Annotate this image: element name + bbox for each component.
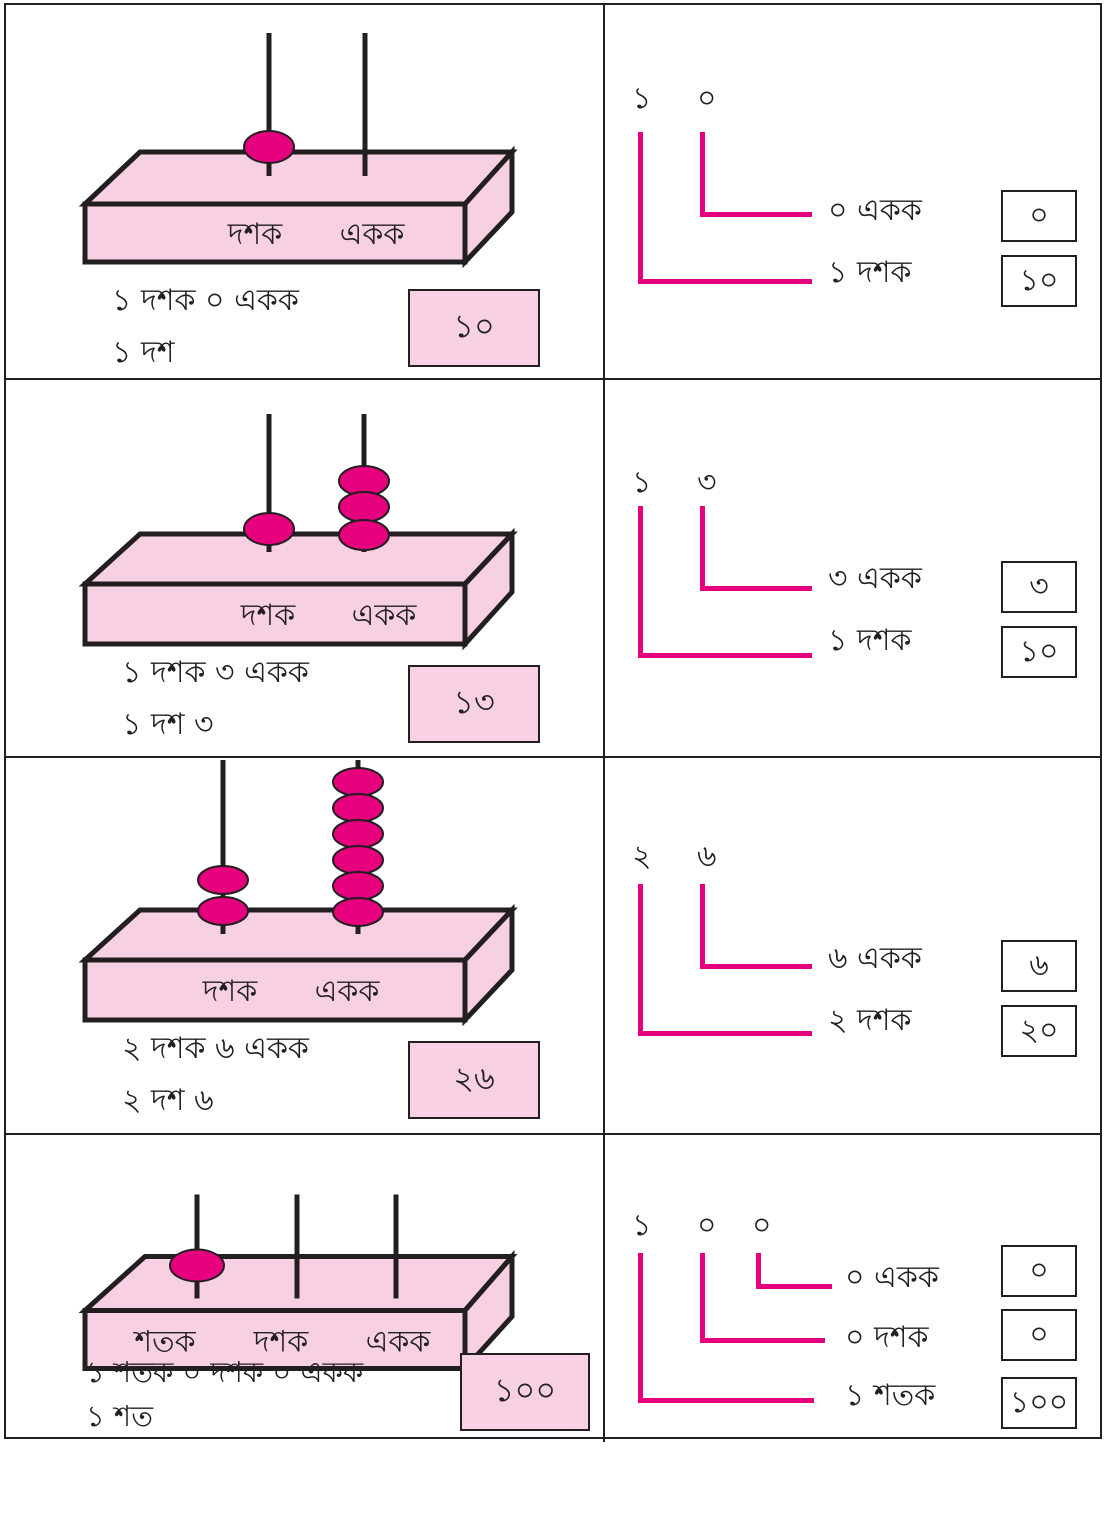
connector-tens-vertical (638, 132, 643, 284)
place-value-ones-box: ০ (1001, 1245, 1077, 1297)
place-label-ones: ৩ একক (828, 561, 922, 596)
connector-tens-vertical (700, 1253, 705, 1343)
abacus-bead (332, 793, 384, 823)
row-divider (4, 1133, 1102, 1135)
place-label-ones: ০ একক (845, 1260, 939, 1295)
number-value-box: ১৩ (408, 665, 540, 743)
abacus-bead (243, 130, 295, 164)
box-label-tens: দশক (253, 1325, 310, 1360)
connector-tens-vertical (638, 884, 643, 1036)
place-value-ones-box: ৬ (1001, 940, 1077, 992)
connector-ones-horizontal (700, 964, 812, 969)
digit-ones: ০ (697, 81, 717, 116)
box-label-tens: দশক (240, 598, 297, 633)
abacus-bead (332, 767, 384, 797)
abacus-diagram: দশক একক (78, 414, 518, 651)
abacus-bead (338, 491, 390, 523)
caption-place-breakdown: ২ দশক ৬ একক (122, 1031, 309, 1066)
place-label-tens: ১ দশক (828, 255, 912, 290)
abacus-front-face (82, 1308, 468, 1371)
place-value-ones-box: ০ (1001, 190, 1077, 242)
place-value-tens-box: ২০ (1001, 1005, 1077, 1057)
box-label-hundreds: শতক (132, 1325, 196, 1360)
abacus-bead (332, 845, 384, 875)
number-value-box: ১০০ (460, 1353, 590, 1431)
abacus-front-face (82, 957, 468, 1023)
box-label-ones: একক (366, 1325, 432, 1360)
connector-ones-vertical (700, 506, 705, 591)
caption-number-words: ২ দশ ৬ (122, 1083, 214, 1118)
connector-tens-horizontal (700, 1338, 825, 1343)
digit-ones: ৩ (697, 465, 717, 500)
caption-place-breakdown: ১ দশক ৩ একক (122, 655, 309, 690)
abacus-front-face (82, 201, 468, 265)
caption-number-words: ১ দশ ৩ (122, 707, 214, 742)
digit-tens: ১ (632, 465, 652, 500)
caption-place-breakdown: ১ শতক ০ দশক ০ একক (86, 1355, 364, 1389)
place-label-ones: ০ একক (828, 193, 922, 228)
place-value-tens-box: ১০ (1001, 255, 1077, 307)
abacus-diagram: দশক একক (78, 33, 518, 269)
box-label-ones: একক (352, 598, 418, 633)
abacus-bead (338, 519, 390, 551)
connector-hundreds-vertical (638, 1253, 643, 1403)
place-label-ones: ৬ একক (828, 941, 922, 976)
digit-tens: ১ (632, 81, 652, 116)
example-row-26: দশক একক ২ দশক ৬ একক ২ দশ ৬ ২৬ ২ ৬ ৬ একক … (0, 758, 1106, 1136)
number-value-box: ২৬ (408, 1041, 540, 1119)
abacus-bead (169, 1248, 225, 1283)
connector-ones-horizontal (756, 1284, 832, 1289)
place-value-tens-box: ০ (1001, 1309, 1077, 1361)
digit-tens: ২ (632, 839, 652, 874)
abacus-diagram: শতক দশক একক (78, 1194, 518, 1375)
abacus-top-face (78, 531, 518, 587)
example-row-13: দশক একক ১ দশক ৩ একক ১ দশ ৩ ১৩ ১ ৩ ৩ একক … (0, 380, 1106, 758)
example-row-100: শতক দশক একক ১ শতক ০ দশক ০ একক ১ শত ১০০ ১… (0, 1135, 1106, 1513)
example-row-10: দশক একক ১ দশক ০ একক ১ দশ ১০ ১ ০ ০ একক ১ … (0, 0, 1106, 378)
connector-ones-vertical (700, 132, 705, 217)
digit-tens: ০ (697, 1208, 717, 1243)
row-divider (4, 756, 1102, 758)
place-value-ones-box: ৩ (1001, 561, 1077, 613)
digit-hundreds: ১ (632, 1208, 652, 1243)
table-frame (4, 3, 1102, 1439)
abacus-bead (332, 871, 384, 901)
connector-tens-vertical (638, 506, 643, 658)
number-value-box: ১০ (408, 289, 540, 367)
place-value-hundreds-box: ১০০ (1001, 1377, 1077, 1429)
connector-tens-horizontal (638, 1031, 812, 1036)
digit-ones: ০ (752, 1208, 772, 1243)
connector-ones-horizontal (700, 212, 812, 217)
box-label-tens: দশক (227, 217, 284, 252)
abacus-diagram: দশক একক (78, 760, 518, 1027)
caption-number-words: ১ দশ (112, 335, 175, 370)
place-value-tens-box: ১০ (1001, 626, 1077, 678)
connector-ones-vertical (700, 884, 705, 969)
abacus-bead (332, 819, 384, 849)
connector-ones-vertical (756, 1253, 761, 1289)
place-label-tens: ০ দশক (845, 1320, 929, 1355)
connector-tens-horizontal (638, 653, 812, 658)
box-label-ones: একক (340, 217, 406, 252)
column-divider (603, 3, 605, 1442)
connector-tens-horizontal (638, 279, 812, 284)
caption-place-breakdown: ১ দশক ০ একক (112, 283, 299, 318)
abacus-bead (243, 512, 295, 546)
place-label-tens: ২ দশক (828, 1003, 912, 1038)
digit-ones: ৬ (697, 839, 717, 874)
abacus-bead (197, 865, 249, 895)
abacus-bead (332, 897, 384, 927)
caption-number-words: ১ শত (86, 1399, 153, 1433)
abacus-top-face (78, 907, 518, 963)
place-label-hundreds: ১ শতক (845, 1378, 936, 1413)
box-label-tens: দশক (202, 974, 259, 1009)
row-divider (4, 378, 1102, 380)
place-label-tens: ১ দশক (828, 623, 912, 658)
box-label-ones: একক (315, 974, 381, 1009)
abacus-front-face (82, 581, 468, 647)
abacus-bead (197, 896, 249, 926)
connector-ones-horizontal (700, 586, 812, 591)
connector-hundreds-horizontal (638, 1398, 814, 1403)
abacus-top-face (78, 149, 518, 207)
